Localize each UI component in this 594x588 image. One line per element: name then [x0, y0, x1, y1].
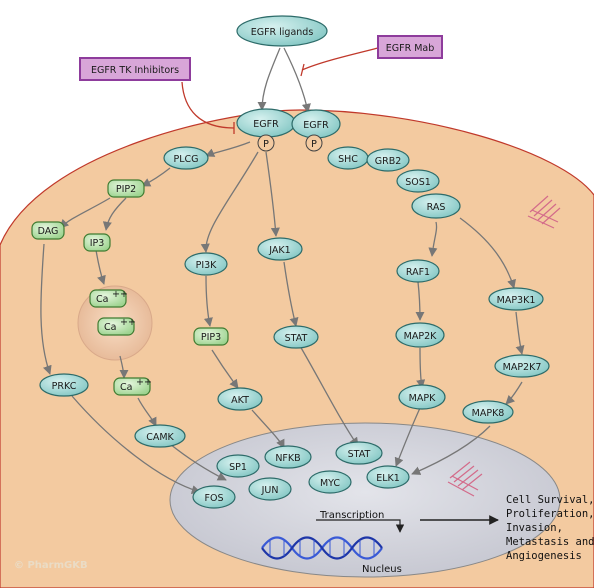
svg-text:MAPK: MAPK — [409, 393, 436, 404]
prkc-node: PRKC — [39, 373, 89, 397]
pi3k-node: PI3K — [184, 252, 228, 276]
egfr-receptor-left: EGFR — [236, 108, 296, 138]
svg-text:JAK1: JAK1 — [268, 245, 290, 256]
jun-node: JUN — [248, 477, 292, 501]
mapk8-node: MAPK8 — [462, 400, 514, 424]
svg-text:Angiogenesis: Angiogenesis — [506, 550, 582, 562]
svg-text:Cell Survival,: Cell Survival, — [506, 494, 594, 506]
egfr-tk-inhibitors-label: EGFR TK Inhibitors — [91, 65, 179, 76]
svg-text:++: ++ — [112, 289, 128, 300]
svg-text:EGFR ligands: EGFR ligands — [251, 27, 314, 38]
svg-text:P: P — [263, 139, 269, 150]
myc-node: MYC — [308, 470, 352, 494]
phospho-left: P — [257, 134, 275, 152]
svg-text:SP1: SP1 — [229, 462, 247, 473]
svg-text:NFKB: NFKB — [275, 453, 300, 464]
map2k7-node: MAP2K7 — [494, 354, 550, 378]
svg-text:PRKC: PRKC — [52, 381, 77, 392]
transcription-label: Transcription — [319, 510, 384, 521]
svg-text:Invasion,: Invasion, — [506, 522, 563, 534]
svg-text:SOS1: SOS1 — [405, 177, 431, 188]
ip3-node: IP3 — [83, 233, 111, 252]
svg-text:RAS: RAS — [427, 202, 446, 213]
svg-text:MAP3K1: MAP3K1 — [497, 295, 536, 306]
map2k-node: MAP2K — [395, 322, 445, 348]
pip3-node: PIP3 — [193, 327, 229, 346]
svg-text:P: P — [311, 139, 317, 150]
nuclear-pore-decoration — [447, 461, 483, 497]
sos1-node: SOS1 — [396, 169, 440, 193]
svg-text:PLCG: PLCG — [173, 154, 198, 165]
svg-text:MYC: MYC — [320, 478, 340, 489]
shc-node: SHC — [327, 146, 369, 170]
inhibition-lines — [181, 47, 379, 134]
phospho-right: P — [305, 134, 323, 152]
svg-text:STAT: STAT — [348, 449, 371, 460]
svg-text:MAP2K7: MAP2K7 — [503, 362, 542, 373]
svg-text:EGFR: EGFR — [253, 119, 279, 130]
akt-node: AKT — [217, 387, 263, 411]
egfr-receptor-right: EGFR — [291, 109, 341, 139]
svg-text:PIP2: PIP2 — [116, 184, 136, 195]
svg-text:Ca: Ca — [96, 294, 108, 305]
egfr-mab-label: EGFR Mab — [386, 43, 435, 54]
egfr-mab-box: EGFR Mab — [377, 35, 443, 59]
fos-node: FOS — [192, 485, 236, 509]
svg-text:Ca: Ca — [104, 322, 116, 333]
svg-text:++: ++ — [136, 377, 152, 388]
mapk-node: MAPK — [398, 384, 446, 410]
svg-text:MAP2K: MAP2K — [404, 331, 437, 342]
dna-helix — [261, 536, 383, 560]
sp1-node: SP1 — [216, 454, 260, 478]
stat-node-nuclear: STAT — [335, 441, 383, 465]
svg-text:Proliferation,: Proliferation, — [506, 508, 594, 520]
pip2-node: PIP2 — [107, 179, 145, 198]
camk-node: CAMK — [134, 424, 186, 448]
plcg-node: PLCG — [163, 146, 209, 170]
nucleus-label: Nucleus — [362, 564, 402, 575]
outcomes-text: Cell Survival, Proliferation, Invasion, … — [506, 494, 594, 562]
svg-text:GRB2: GRB2 — [375, 156, 402, 167]
nfkb-node: NFKB — [264, 445, 312, 469]
jak1-node: JAK1 — [257, 237, 303, 261]
transcription-arrow — [316, 519, 405, 533]
ras-node: RAS — [411, 193, 461, 219]
svg-text:EGFR: EGFR — [303, 120, 329, 131]
svg-text:Ca: Ca — [120, 382, 132, 393]
membrane-pore-decoration — [527, 195, 561, 229]
egfr-ligands-node: EGFR ligands — [236, 15, 328, 47]
svg-text:MAPK8: MAPK8 — [472, 408, 505, 419]
pharmgkb-credit: © PharmGKB — [14, 560, 88, 571]
ca-node-3: Ca ++ — [113, 377, 152, 396]
svg-text:DAG: DAG — [38, 226, 59, 237]
raf1-node: RAF1 — [396, 259, 440, 283]
svg-text:Metastasis and: Metastasis and — [506, 536, 594, 548]
svg-text:RAF1: RAF1 — [406, 267, 430, 278]
svg-text:STAT: STAT — [285, 333, 308, 344]
svg-text:IP3: IP3 — [90, 238, 105, 249]
svg-text:FOS: FOS — [205, 493, 224, 504]
map3k1-node: MAP3K1 — [488, 287, 544, 311]
svg-text:SHC: SHC — [338, 154, 358, 165]
elk1-node: ELK1 — [366, 465, 410, 489]
svg-text:JUN: JUN — [261, 485, 279, 496]
pathway-arrows — [40, 47, 525, 494]
svg-text:CAMK: CAMK — [146, 432, 174, 443]
egfr-tk-inhibitors-box: EGFR TK Inhibitors — [79, 57, 191, 81]
stat-node-cyto: STAT — [273, 325, 319, 349]
grb2-node: GRB2 — [366, 148, 410, 172]
ca-node-2: Ca ++ — [97, 317, 136, 336]
svg-text:PI3K: PI3K — [196, 260, 218, 271]
svg-text:PIP3: PIP3 — [201, 332, 221, 343]
ca-node-1: Ca ++ — [89, 289, 128, 308]
svg-text:++: ++ — [120, 317, 136, 328]
svg-text:ELK1: ELK1 — [376, 473, 400, 484]
dag-node: DAG — [31, 221, 65, 240]
svg-text:AKT: AKT — [231, 395, 249, 406]
